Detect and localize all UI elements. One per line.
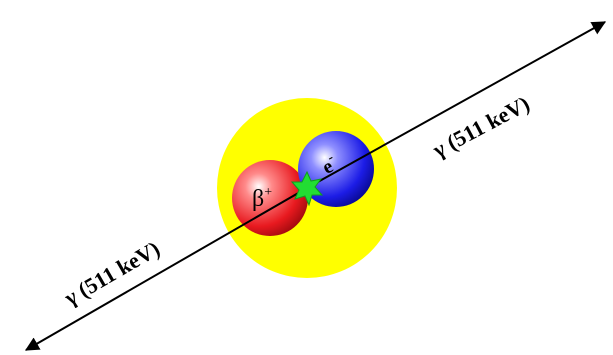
gamma-ray-left-arrow (24, 187, 308, 351)
gamma-right-label: γ (511 keV) (428, 91, 534, 163)
positron-charge: + (264, 185, 272, 200)
electron-charge: - (325, 150, 336, 166)
positron-label: β+ (252, 185, 272, 212)
gamma-ray-right-arrow (306, 21, 607, 189)
positron-sphere (232, 160, 308, 236)
star-burst-icon (290, 170, 324, 207)
electron-sphere (298, 131, 374, 207)
